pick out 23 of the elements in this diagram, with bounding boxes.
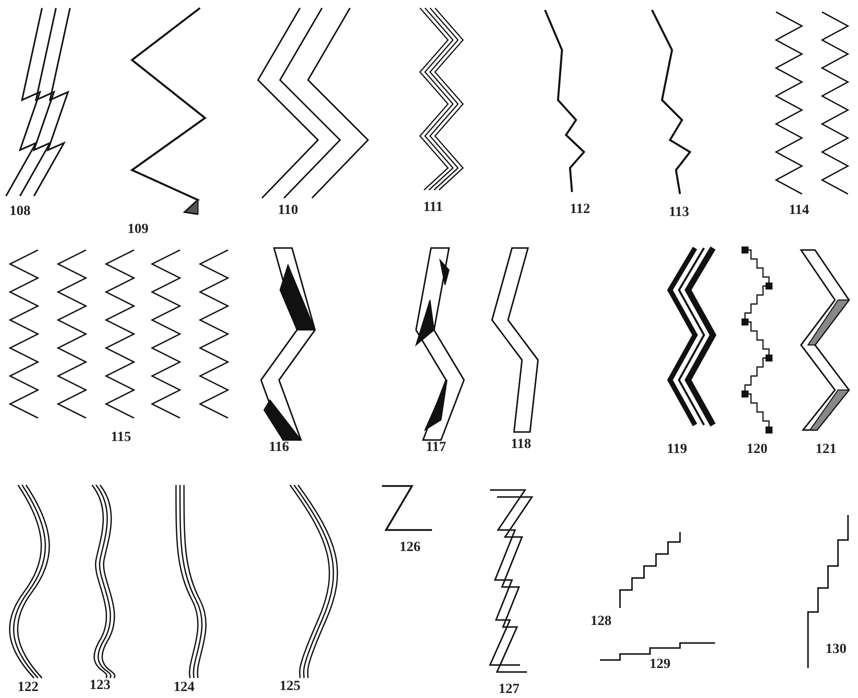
- figure-number: 123: [90, 678, 110, 694]
- figure-number: 128: [590, 614, 612, 630]
- figure-number: 110: [278, 203, 298, 219]
- figure-number: 111: [423, 200, 443, 216]
- figure-number: 115: [110, 430, 132, 446]
- figure-number: 119: [666, 442, 688, 458]
- figure-number: 112: [570, 202, 590, 218]
- figure-number: 120: [746, 442, 768, 458]
- figure-number: 130: [826, 642, 846, 658]
- figure-number: 129: [650, 657, 670, 673]
- figure-number: 124: [174, 680, 194, 696]
- figure-number: 114: [788, 203, 810, 219]
- figure-number: 116: [268, 440, 290, 456]
- figure-number: 126: [400, 540, 420, 556]
- figure-number: 109: [128, 222, 148, 238]
- figure-number: 108: [10, 204, 30, 220]
- figure-number: 117: [426, 440, 446, 456]
- figure-number: 122: [18, 680, 38, 696]
- figure-number: 125: [280, 679, 300, 695]
- figure-number: 113: [668, 205, 690, 221]
- figure-number: 121: [816, 442, 836, 458]
- figure-number: 127: [498, 682, 520, 698]
- figure-number: 118: [510, 437, 532, 453]
